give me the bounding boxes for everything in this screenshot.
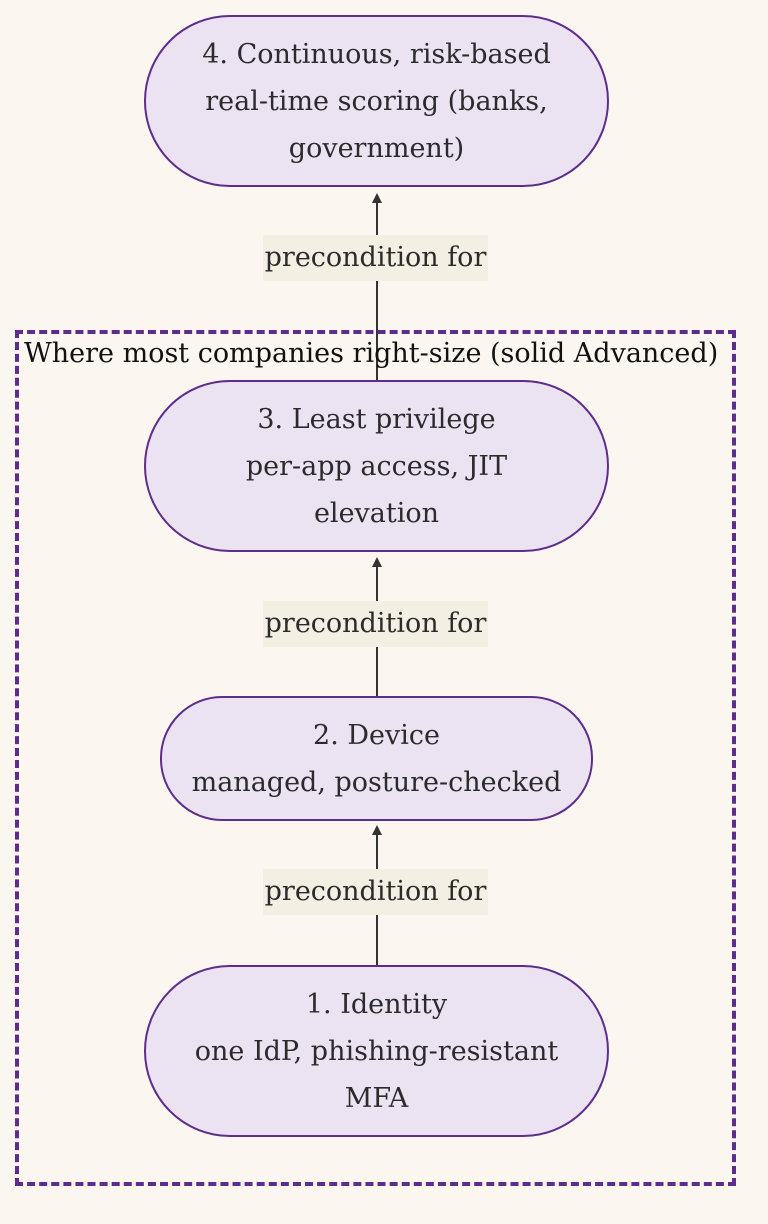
node-label-line: managed, posture-checked <box>191 766 562 798</box>
edge-label-2-to-3: precondition for <box>263 601 488 647</box>
node-label-line: 3. Least privilege <box>257 403 496 435</box>
node-least-privilege-label: 3. Least privilege per-app access, JIT e… <box>246 396 507 537</box>
edge-label-1-to-2: precondition for <box>263 869 488 915</box>
node-label-line: MFA <box>344 1082 409 1114</box>
node-identity-label: 1. Identity one IdP, phishing-resistant … <box>195 981 558 1122</box>
node-label-line: 4. Continuous, risk-based <box>202 38 551 70</box>
group-right-size <box>15 330 736 1186</box>
node-label-line: per-app access, JIT <box>245 450 508 482</box>
node-label-line: government) <box>288 132 465 164</box>
node-continuous-scoring: 4. Continuous, risk-based real-time scor… <box>144 15 609 187</box>
node-label-line: one IdP, phishing-resistant <box>194 1035 559 1067</box>
node-least-privilege: 3. Least privilege per-app access, JIT e… <box>144 380 609 552</box>
node-label-line: elevation <box>313 497 440 529</box>
node-device-label: 2. Device managed, posture-checked <box>192 712 562 806</box>
node-device: 2. Device managed, posture-checked <box>160 696 593 821</box>
node-label-line: real-time scoring (banks, <box>205 85 548 117</box>
node-label-line: 2. Device <box>313 719 440 751</box>
node-identity: 1. Identity one IdP, phishing-resistant … <box>144 965 609 1137</box>
group-title: Where most companies right-size (solid A… <box>24 338 719 369</box>
node-label-line: 1. Identity <box>305 988 448 1020</box>
node-continuous-scoring-label: 4. Continuous, risk-based real-time scor… <box>202 31 550 172</box>
edge-label-3-to-4: precondition for <box>263 235 488 281</box>
